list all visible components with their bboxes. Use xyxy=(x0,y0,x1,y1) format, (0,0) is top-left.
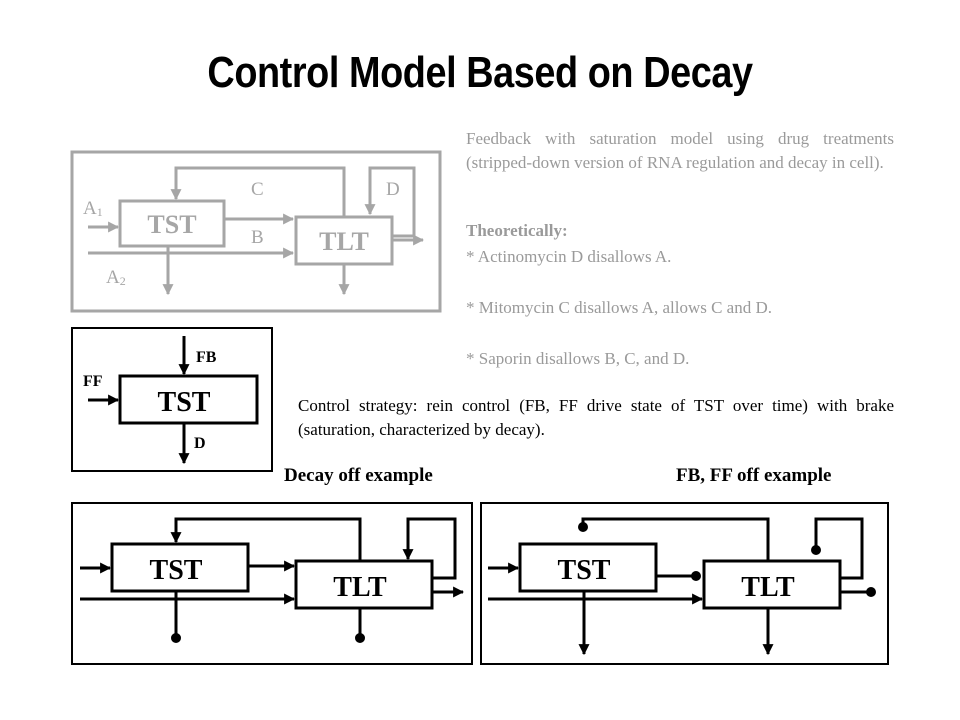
decay-off-diagram: TST TLT xyxy=(71,502,473,665)
top-label-a2: A2 xyxy=(106,267,126,288)
bullet-actinomycin: * Actinomycin D disallows A. xyxy=(466,247,672,266)
top-label-c: C xyxy=(251,179,264,200)
top-diagram-frame xyxy=(70,150,442,313)
fb-ff-off-caption: FB, FF off example xyxy=(676,465,832,486)
top-arrow-c xyxy=(170,166,346,217)
intro-text: Feedback with saturation model using dru… xyxy=(466,129,894,172)
small-label-d: D xyxy=(194,435,206,452)
bullet-mitomycin: * Mitomycin C disallows A, allows C and … xyxy=(466,298,772,317)
decay-off-arrow-c xyxy=(170,517,362,561)
decay-off-frame xyxy=(71,502,473,665)
top-label-a1: A1 xyxy=(83,198,103,219)
small-tst-label: TST xyxy=(158,387,211,418)
small-diagram-frame xyxy=(71,327,273,472)
fb-ff-off-tst-label: TST xyxy=(558,555,611,586)
decay-off-tlt-box xyxy=(294,559,434,610)
theory-heading: Theoretically: xyxy=(466,221,568,240)
top-arrow-d xyxy=(364,166,416,238)
fb-ff-off-tlt-box xyxy=(702,559,842,610)
top-label-d: D xyxy=(386,179,400,200)
decay-off-tlt-label: TLT xyxy=(333,572,387,603)
small-label-fb: FB xyxy=(196,349,217,366)
decay-off-tst-stop-dot xyxy=(171,633,181,643)
control-strategy-text: Control strategy: rein control (FB, FF d… xyxy=(298,396,894,439)
decay-off-tlt-stop-dot xyxy=(355,633,365,643)
fb-ff-off-frame xyxy=(480,502,889,665)
slide-title: Control Model Based on Decay xyxy=(207,48,753,97)
decay-off-caption: Decay off example xyxy=(284,465,433,486)
fb-ff-off-d-stop-dot xyxy=(811,545,821,555)
fb-ff-off-tlt-label: TLT xyxy=(741,572,795,603)
fb-ff-off-d-blocked xyxy=(814,517,864,580)
decay-off-arrow-d xyxy=(402,517,457,580)
small-tst-diagram: TST FB FF D xyxy=(71,327,273,472)
fb-ff-off-tst-box xyxy=(518,542,658,593)
small-tst-box xyxy=(118,374,259,425)
fb-ff-off-c-stop-dot xyxy=(578,522,588,532)
top-tst-box xyxy=(118,199,226,248)
fb-ff-off-diagram: TST TLT xyxy=(480,502,889,665)
small-label-ff: FF xyxy=(83,373,103,390)
fb-ff-off-b-stop-dot xyxy=(691,571,701,581)
top-label-b: B xyxy=(251,227,264,248)
top-tst-label: TST xyxy=(147,210,196,239)
decay-off-tst-box xyxy=(110,542,250,593)
top-feedback-diagram: TST TLT A1 A2 B C D xyxy=(70,150,442,313)
bullet-saporin: * Saporin disallows B, C, and D. xyxy=(466,349,690,368)
decay-off-tst-label: TST xyxy=(150,555,203,586)
fb-ff-off-out-stop-dot xyxy=(866,587,876,597)
top-tlt-label: TLT xyxy=(319,227,369,256)
